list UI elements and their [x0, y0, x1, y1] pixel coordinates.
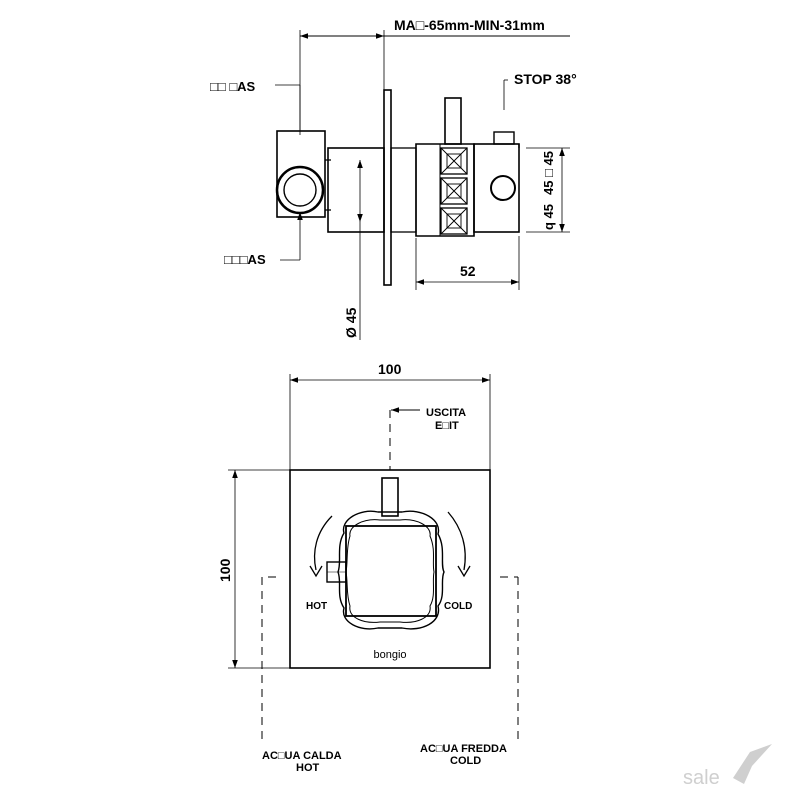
- watermark-tick-icon: [733, 744, 772, 784]
- exit-label: E□IT: [435, 420, 459, 432]
- lever-side: [444, 97, 462, 145]
- hot-connection-lines: [261, 576, 276, 745]
- uscita-label: USCITA: [426, 407, 466, 419]
- cold-label: COLD: [444, 601, 472, 612]
- watermark: sale: [683, 744, 772, 789]
- dimension-45-right: [526, 147, 570, 233]
- hot-water-label: AC□UA CALDA: [262, 750, 342, 762]
- max-min-label: MA□-65mm-MIN-31mm: [394, 17, 545, 33]
- dimension-q45-label: q 45: [541, 204, 556, 230]
- valve-body: [327, 147, 385, 233]
- front-view: [228, 374, 519, 745]
- gas-fitting: [275, 84, 331, 261]
- dimension-52-label: 52: [460, 263, 476, 279]
- hot-water-sub-label: HOT: [296, 762, 320, 774]
- cold-water-sub-label: COLD: [450, 755, 481, 767]
- dimension-52: [415, 236, 520, 290]
- width-label: 100: [378, 361, 402, 377]
- max-min-dimension: [299, 30, 570, 135]
- cap-side: [473, 143, 520, 233]
- front-plate: [289, 469, 491, 669]
- cold-water-label: AC□UA FREDDA: [420, 743, 507, 755]
- hot-rotation-arrow: [313, 515, 333, 571]
- cold-rotation-arrow: [447, 511, 466, 571]
- width-dimension: [289, 374, 491, 470]
- side-view: [275, 30, 570, 340]
- cold-connection-lines: [500, 576, 519, 745]
- brand-logo: bongio: [373, 649, 406, 661]
- lever-front: [381, 477, 399, 517]
- knob-front: [337, 510, 445, 630]
- wall-plate: [383, 89, 392, 286]
- dimension-square-45-label: 45 □ 45: [541, 151, 556, 195]
- gas-label-top: □□ □AS: [210, 79, 256, 94]
- stop-label: STOP 38°: [514, 71, 577, 87]
- height-dimension: [228, 469, 290, 669]
- hot-label: HOT: [306, 601, 327, 612]
- height-label: 100: [217, 558, 233, 582]
- dimension-diameter-label: Ø 45: [343, 307, 359, 338]
- watermark-text: sale: [683, 767, 720, 789]
- gas-label-bottom: □□□AS: [224, 252, 266, 267]
- knob-side: [415, 143, 475, 237]
